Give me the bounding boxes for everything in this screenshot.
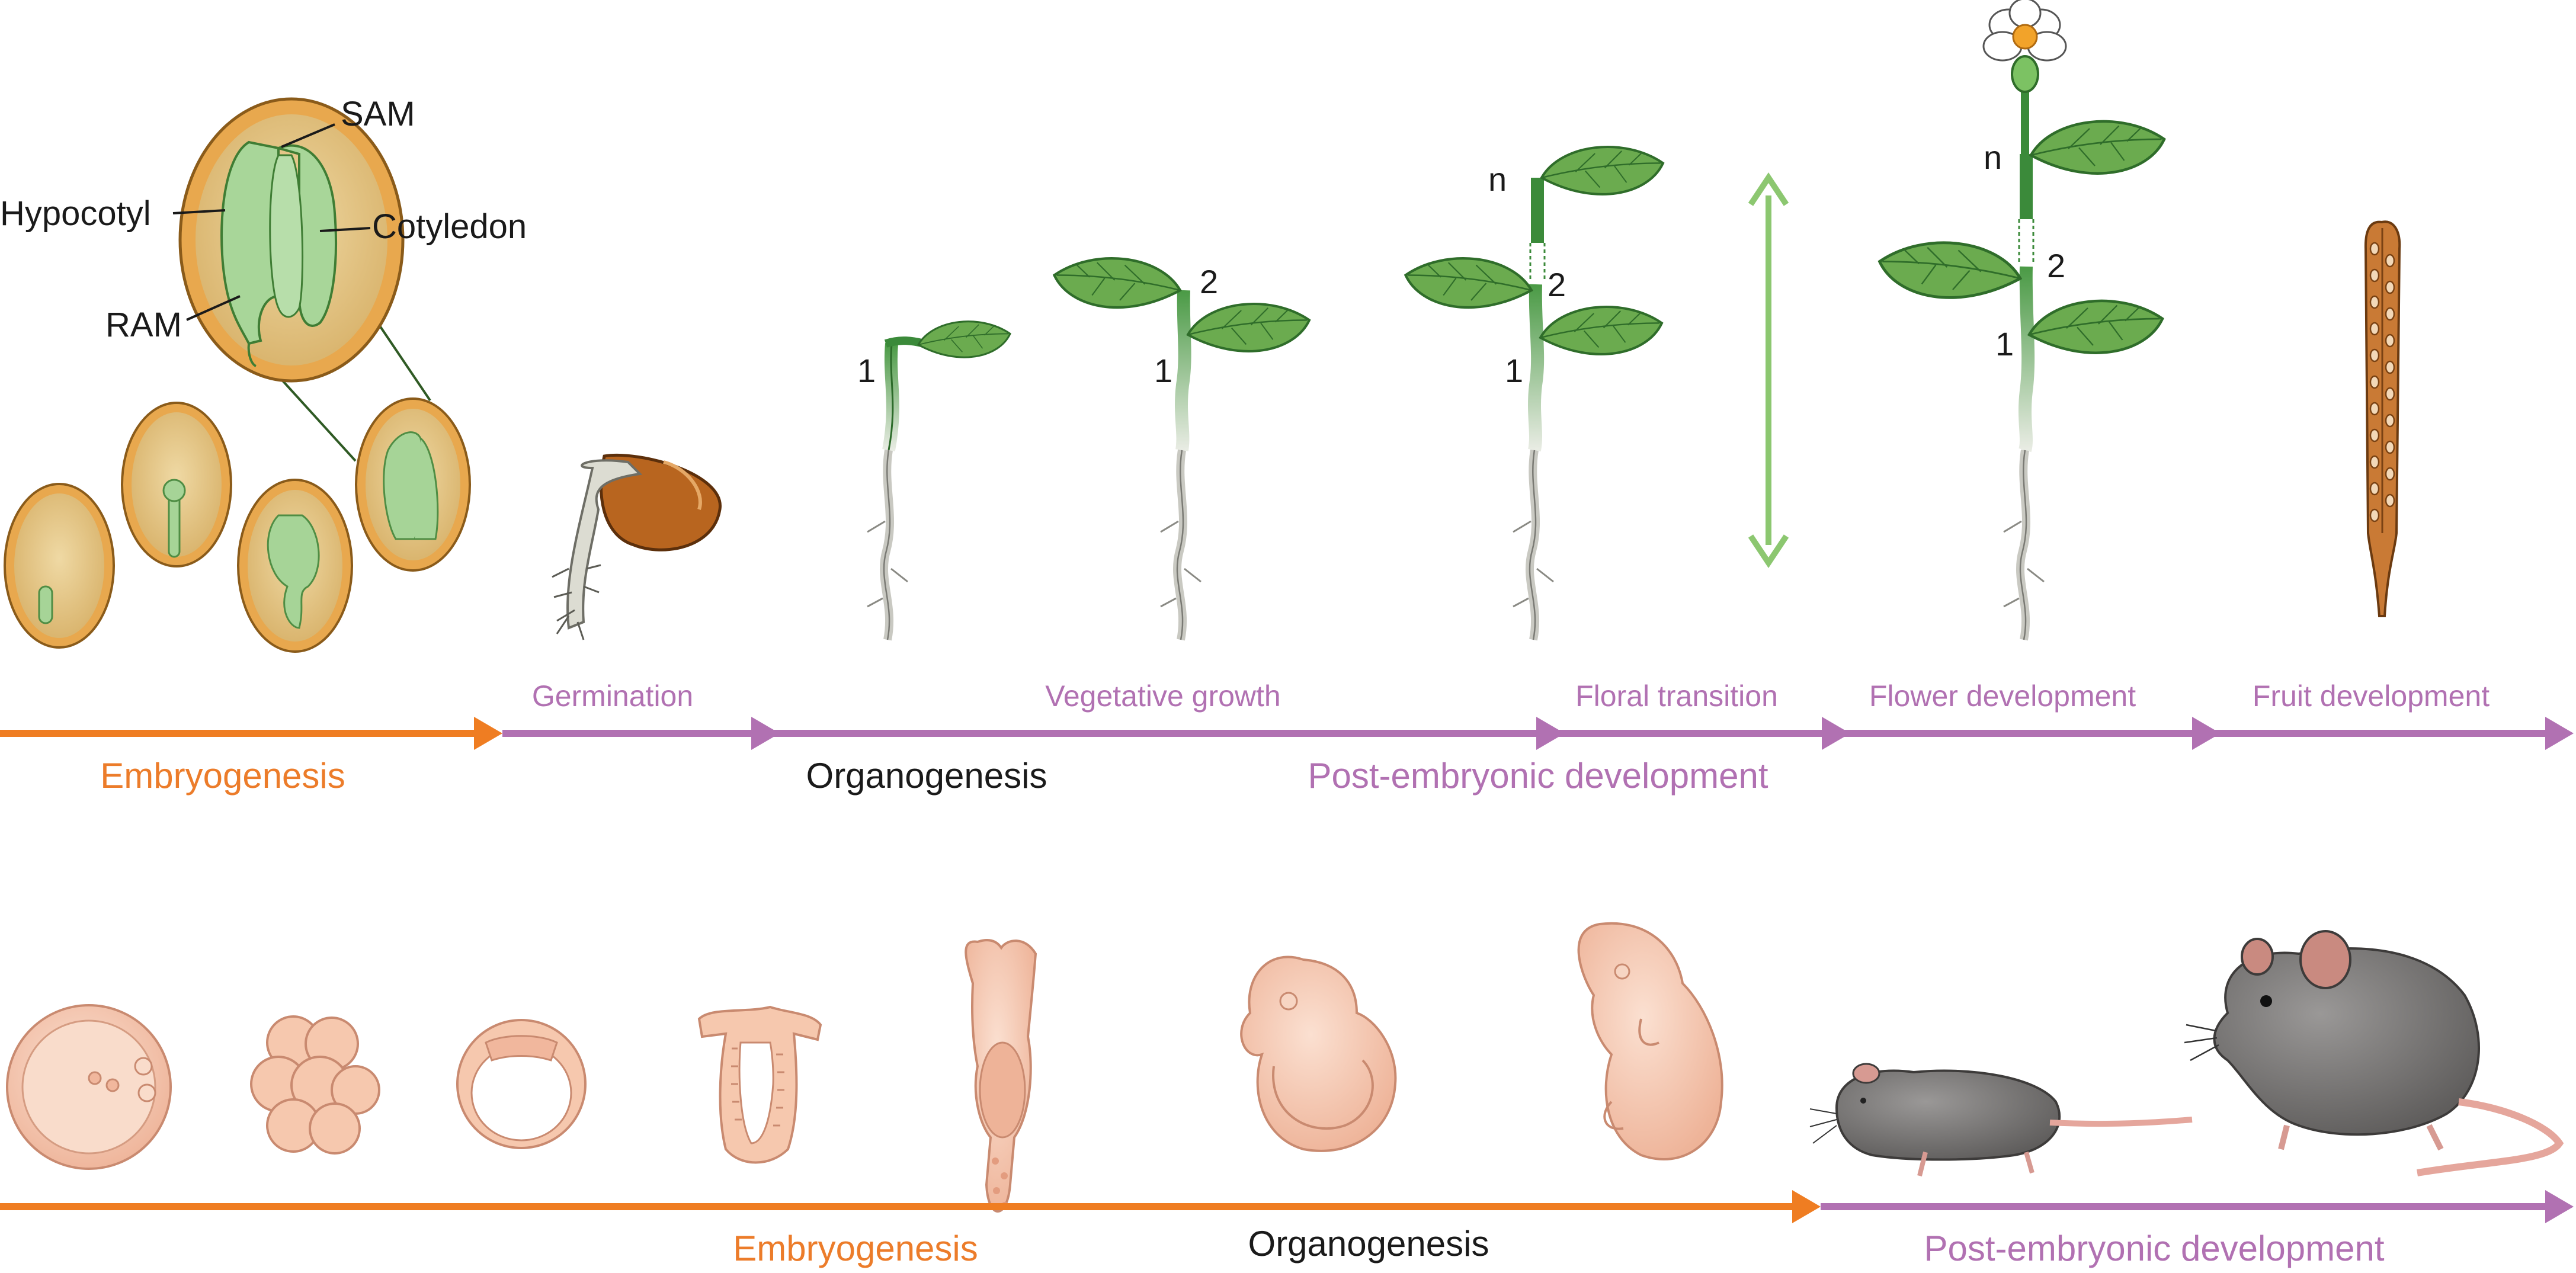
curled-embryo — [1240, 955, 1397, 1152]
cotyledon-leader — [319, 227, 371, 232]
animal-organogenesis-label: Organogenesis — [1248, 1224, 1489, 1264]
node-label-2: 2 — [1547, 266, 1566, 303]
arrowhead — [2545, 717, 2574, 750]
plant-post-embryonic-label: Post-embryonic development — [1308, 756, 1768, 796]
seed-stage-2 — [121, 402, 232, 567]
fetus — [1577, 922, 1723, 1160]
hypocotyl-label: Hypocotyl — [0, 194, 151, 233]
node-label-n: n — [1984, 139, 2002, 176]
stage-flower-development: Flower development — [1869, 679, 2136, 713]
young-mouse — [1809, 1063, 2193, 1176]
sam-label: SAM — [341, 95, 415, 133]
neurula-embryo — [965, 939, 1037, 1213]
node-label-1: 1 — [1154, 352, 1172, 389]
ram-leader — [186, 295, 241, 321]
flowering-plant: n 2 1 — [1880, 0, 2165, 640]
silique-seeds — [2369, 242, 2395, 522]
seedling-two-leaves: 2 1 — [1055, 258, 1310, 640]
ram-label: RAM — [105, 306, 182, 344]
arrowhead — [751, 717, 780, 750]
stage-floral-transition: Floral transition — [1575, 679, 1778, 713]
arrowhead — [1536, 717, 1565, 750]
arrowhead — [2545, 1190, 2574, 1223]
animal-timeline: Embryogenesis Organogenesis Post-embryon… — [0, 1190, 2574, 1268]
seed-mature — [178, 97, 405, 383]
seed-development-group: SAM Hypocotyl Cotyledon RAM — [0, 95, 527, 653]
arrowhead — [1822, 717, 1850, 750]
zoom-line-left — [277, 375, 357, 462]
growth-double-arrow — [1748, 172, 1789, 569]
arrowhead — [1792, 1190, 1821, 1223]
sam-leader — [281, 123, 335, 148]
germinating-seed — [552, 453, 722, 640]
node-label-1: 1 — [1995, 325, 2014, 363]
stage-vegetative: Vegetative growth — [1045, 679, 1281, 713]
node-label-1: 1 — [1505, 352, 1523, 389]
seed-stage-3 — [237, 479, 353, 653]
plant-embryogenesis-label: Embryogenesis — [100, 756, 345, 796]
node-label-n: n — [1488, 161, 1507, 198]
animal-development-group — [6, 922, 2564, 1213]
stage-germination: Germination — [532, 679, 693, 713]
zygote — [6, 1004, 172, 1170]
seedling-one-leaf: 1 — [857, 320, 1011, 640]
seed-stage-1 — [4, 483, 115, 649]
animal-embryogenesis-label: Embryogenesis — [733, 1229, 978, 1268]
morula — [250, 1015, 380, 1155]
fruit-silique — [2364, 220, 2401, 617]
node-label-1: 1 — [857, 352, 876, 389]
adult-mouse — [2184, 930, 2564, 1176]
cotyledon-label: Cotyledon — [372, 207, 527, 246]
hypocotyl-leader — [172, 209, 226, 214]
gastrula — [697, 1005, 822, 1164]
node-label-2: 2 — [2047, 247, 2065, 284]
plant-timeline: Germination Vegetative growth Floral tra… — [0, 679, 2574, 796]
plant-organogenesis-label: Organogenesis — [806, 756, 1047, 796]
node-label-2: 2 — [1200, 263, 1218, 300]
stage-fruit-development: Fruit development — [2253, 679, 2490, 713]
seedling-n-leaves: n 2 1 — [1406, 147, 1664, 640]
arrowhead — [474, 717, 502, 750]
flower-icon — [1982, 0, 2067, 93]
arrowhead — [2192, 717, 2221, 750]
animal-post-embryonic-label: Post-embryonic development — [1924, 1229, 2384, 1268]
blastocyst — [456, 1019, 587, 1149]
seed-stage-4 — [355, 397, 471, 572]
